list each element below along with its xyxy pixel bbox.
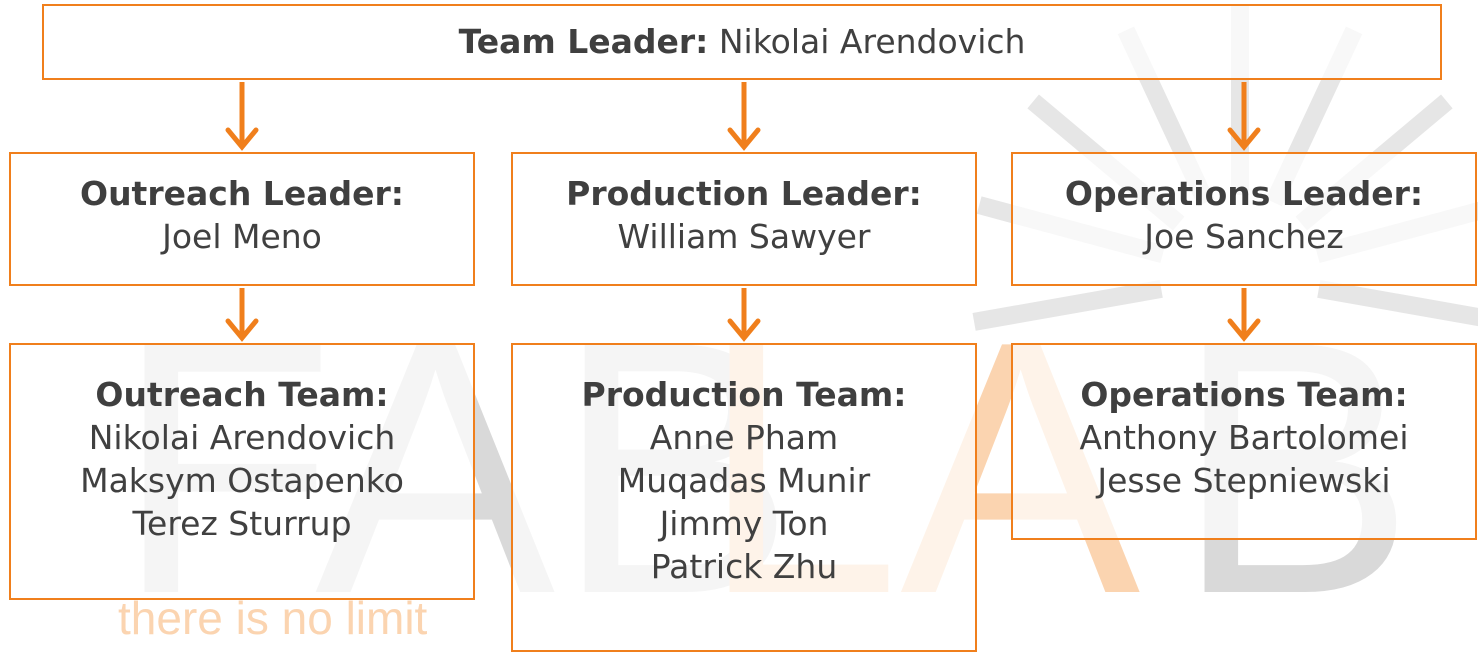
operations-leader-box: Operations Leader: Joe Sanchez (1011, 152, 1477, 286)
production-team-member: Jimmy Ton (659, 504, 829, 543)
outreach-leader-label: Outreach Leader: (80, 174, 404, 213)
outreach-team-member: Terez Sturrup (132, 504, 352, 543)
production-team-member: Muqadas Munir (617, 461, 871, 500)
production-team-label: Production Team: (581, 375, 907, 414)
production-team-member: Patrick Zhu (650, 547, 838, 586)
outreach-leader-box: Outreach Leader: Joel Meno (9, 152, 475, 286)
watermark-tagline: there is no limit (118, 592, 428, 644)
outreach-leader-name: Joel Meno (162, 217, 322, 256)
team-leader-box: Team Leader: Nikolai Arendovich (42, 4, 1442, 80)
outreach-team-member: Nikolai Arendovich (88, 418, 396, 457)
operations-leader-label: Operations Leader: (1064, 174, 1424, 213)
outreach-team-label: Outreach Team: (95, 375, 389, 414)
operations-team-member: Jesse Stepniewski (1097, 461, 1391, 500)
production-leader-label: Production Leader: (566, 174, 922, 213)
production-leader-name: William Sawyer (617, 217, 871, 256)
outreach-team-box: Outreach Team: Nikolai Arendovich Maksym… (9, 343, 475, 600)
production-leader-box: Production Leader: William Sawyer (511, 152, 977, 286)
production-team-member: Anne Pham (649, 418, 839, 457)
production-team-box: Production Team: Anne Pham Muqadas Munir… (511, 343, 977, 652)
operations-leader-name: Joe Sanchez (1144, 217, 1344, 256)
operations-team-label: Operations Team: (1080, 375, 1408, 414)
team-leader-name: Nikolai Arendovich (718, 22, 1026, 61)
outreach-team-member: Maksym Ostapenko (80, 461, 404, 500)
operations-team-box: Operations Team: Anthony Bartolomei Jess… (1011, 343, 1477, 540)
team-leader-label: Team Leader: (458, 22, 709, 61)
operations-team-member: Anthony Bartolomei (1079, 418, 1409, 457)
